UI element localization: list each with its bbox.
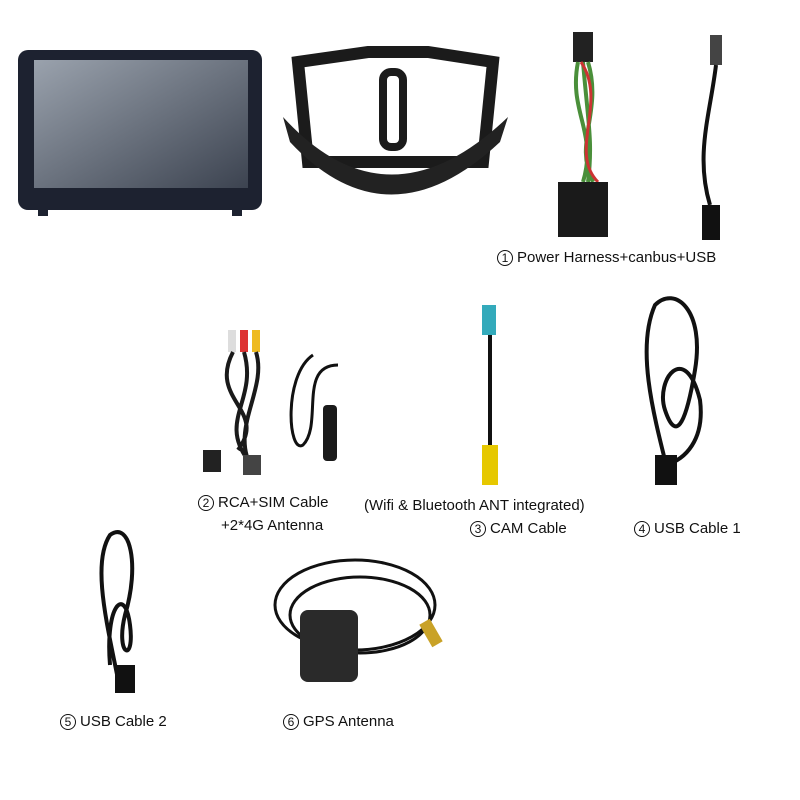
- item-number: 2: [198, 494, 214, 511]
- item-number: 6: [283, 713, 299, 730]
- 4g-antenna-image: [289, 353, 339, 461]
- power-harness-image: [558, 32, 608, 237]
- head-unit-image: [18, 50, 262, 216]
- item-number: 1: [497, 249, 513, 266]
- item-label: Power Harness+canbus+USB: [517, 249, 717, 266]
- item-number: 5: [60, 713, 76, 730]
- item-3-note: (Wifi & Bluetooth ANT integrated): [364, 497, 585, 514]
- item-number: 3: [470, 520, 486, 537]
- item-1-label: 1 Power Harness+canbus+USB: [497, 249, 716, 266]
- item-4-label: 4 USB Cable 1: [634, 520, 741, 537]
- item-label: GPS Antenna: [303, 713, 394, 730]
- dash-frame-image: [283, 46, 508, 195]
- item-label: USB Cable 1: [654, 520, 741, 537]
- gps-antenna-image: [273, 558, 443, 682]
- harness-usb-cable-image: [701, 35, 722, 240]
- rca-sim-cable-image: [203, 330, 261, 475]
- item-label: USB Cable 2: [80, 713, 167, 730]
- usb-cable-2-image: [99, 530, 135, 693]
- usb-cable-1-image: [644, 296, 703, 485]
- item-number: 4: [634, 520, 650, 537]
- cam-cable-image: [482, 305, 498, 485]
- item-2-label: 2 RCA+SIM Cable: [198, 494, 328, 511]
- item-label: RCA+SIM Cable: [218, 494, 329, 511]
- item-5-label: 5 USB Cable 2: [60, 713, 167, 730]
- item-6-label: 6 GPS Antenna: [283, 713, 394, 730]
- item-label: CAM Cable: [490, 520, 567, 537]
- item-3-label: 3 CAM Cable: [470, 520, 567, 537]
- item-2-label-line2: +2*4G Antenna: [221, 517, 324, 534]
